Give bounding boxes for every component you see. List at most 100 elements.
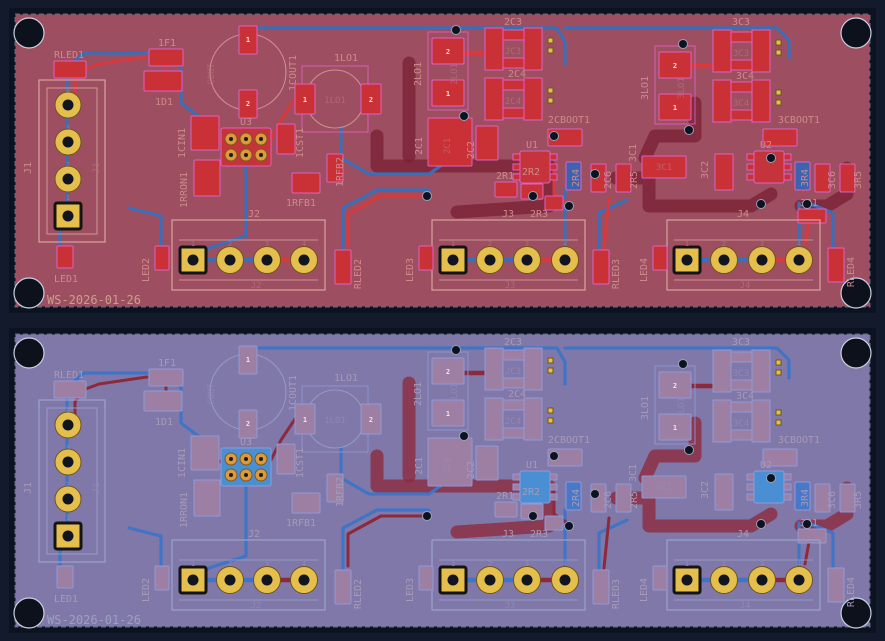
component-2lo1: 2 1 2LO1 2LO1 [413,351,469,431]
svg-text:4: 4 [302,240,306,248]
date-stamp: WS-2026-01-26 [47,293,141,307]
ref-label-u1: U1 [526,460,538,471]
component-cout: 1 2 COUT 1COUT1 [207,25,299,119]
fab-label-j2: J2 [251,601,262,611]
component-3lo1: 2 1 3LO1 3LO1 [640,365,696,445]
mounting-holes [13,337,872,629]
svg-text:3: 3 [265,240,269,248]
silk-label-3r4: 3R4 [800,489,811,507]
ref-label-2c1: 2C1 [414,457,425,475]
component-led1: LED1 [54,565,78,605]
component-3c3: 3C3 3C3 [712,337,782,393]
board-edge-hatch [14,333,871,628]
ref-label-rled1: RLED1 [54,370,84,381]
component-1cin1: 1CIN1 [177,435,220,478]
fab-label-cout: COUT [207,63,217,85]
component-1rron1: 1RRON1 [179,159,221,208]
svg-text:3: 3 [525,560,529,568]
ref-label-2cboot1: 2CBOOT1 [548,435,590,446]
component-rled1: RLED1 [53,370,87,399]
svg-text:4: 4 [563,240,567,248]
j1-pads [53,91,83,231]
fab-label-1lo1: 1LO1 [324,96,346,106]
svg-text:2: 2 [228,240,232,248]
component-led1: LED1 [54,245,78,285]
ref-label-2r5: 2R5 [629,491,640,509]
ref-label-u1: U1 [526,140,538,151]
component-rled1: RLED1 [53,50,87,79]
ref-label-3c6: 3C6 [827,491,838,509]
mounting-hole [13,277,45,309]
component-2r3: 2R3 [530,195,564,220]
ref-label-2c6: 2C6 [603,171,614,189]
mounting-hole [840,337,872,369]
ref-label-3cboot1: 3CBOOT1 [778,435,820,446]
ref-label-j1: J1 [23,162,34,174]
svg-text:2: 2 [66,481,70,489]
fab-label-3c4: 3C4 [733,99,749,109]
component-1cst1: 1CST1 [276,443,306,478]
component-3lo1: 2 1 3LO1 3LO1 [640,45,696,125]
component-cout: 1 2 COUT 1COUT1 [207,345,299,439]
connector-j1: 4 3 2 1 J1 J1 [23,79,106,243]
component-u1: U1 [512,140,558,184]
svg-text:2: 2 [228,560,232,568]
ref-label-1cout1: 1COUT1 [288,55,299,91]
fab-label-3lo1: 3LO1 [677,397,687,419]
board-edge-cuts [9,8,876,313]
ref-label-1lo1: 1LO1 [334,373,358,384]
ref-label-1cst1: 1CST1 [295,448,306,478]
svg-text:1: 1 [303,416,307,424]
svg-text:1: 1 [685,240,689,248]
component-rled3: RLED3 [592,569,622,609]
component-rled4: RLED4 [827,567,857,607]
svg-text:4: 4 [66,407,70,415]
component-3cboot1: 3CBOOT1 [762,435,820,467]
svg-text:1: 1 [446,90,450,98]
component-2c1: 2C1 2C1 [414,437,473,487]
fab-label-cout: COUT [207,383,217,405]
board-canvas[interactable]: 4 3 2 1 J1 J1 RLED1 LED1 1F1 1D1 1 [9,328,876,633]
j1-pads [53,411,83,551]
component-3c4: 3C4 3C4 [712,71,782,123]
ref-label-2r1: 2R1 [496,171,514,182]
component-u2: U2 [746,460,792,504]
fab-label-j2: J2 [251,281,262,291]
ref-label-led3: LED3 [405,578,416,602]
fab-label-j3: J3 [505,601,516,611]
svg-text:3: 3 [760,240,764,248]
ref-label-1rron1: 1RRON1 [179,172,190,208]
component-u1: U1 [512,460,558,504]
ref-label-2lo1: 2LO1 [413,62,424,86]
ref-label-led2: LED2 [141,258,152,282]
fab-label-j1: J1 [92,483,102,494]
ref-label-rled4: RLED4 [846,257,857,287]
svg-text:4: 4 [302,560,306,568]
component-2c3: 2C3 2C3 [484,337,554,391]
pcb-board-front-view[interactable]: 4 3 2 1 J1 J1 RLED1 LED1 1F1 1D1 1 [9,8,876,313]
ref-label-3c2: 3C2 [700,161,711,179]
svg-text:1: 1 [446,410,450,418]
board-canvas[interactable]: 4 3 2 1 J1 J1 RLED1 LED1 1F1 1D1 1 [9,8,876,313]
ref-label-2c1: 2C1 [414,137,425,155]
svg-text:1: 1 [303,96,307,104]
ref-label-2c2: 2C2 [466,141,477,159]
ref-label-2r2: 2R2 [522,487,540,498]
svg-text:2: 2 [446,48,450,56]
svg-text:4: 4 [797,240,801,248]
component-u3: U3 [220,117,272,167]
connector-j1: 4 3 2 1 J1 J1 [23,399,106,563]
ref-label-2r5: 2R5 [629,171,640,189]
ref-label-3c3: 3C3 [732,337,750,348]
svg-text:1: 1 [673,424,677,432]
component-led2: LED2 [141,245,170,282]
svg-text:2: 2 [722,240,726,248]
component-rled2: RLED2 [334,569,364,609]
svg-text:1: 1 [451,240,455,248]
pcb-board-back-view[interactable]: 4 3 2 1 J1 J1 RLED1 LED1 1F1 1D1 1 [9,328,876,633]
ref-label-led3: LED3 [405,258,416,282]
component-3r4-3c6-3r5: 3R4 3C6 3R5 [794,481,864,513]
svg-text:1: 1 [66,194,70,202]
